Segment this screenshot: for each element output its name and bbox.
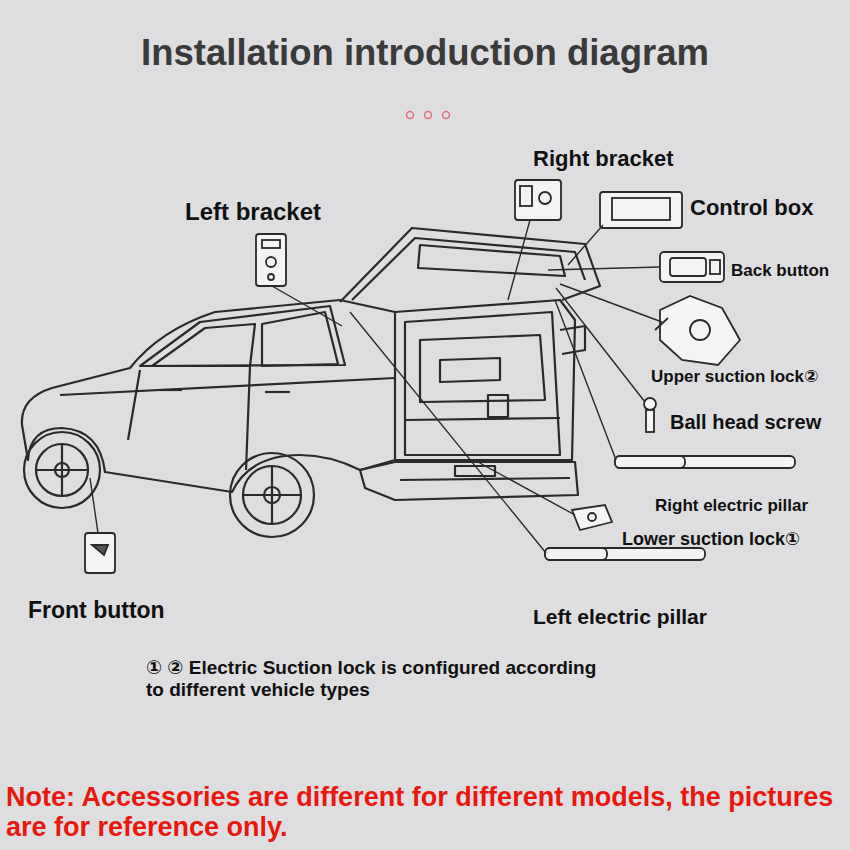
part-label: Right bracket [533,146,674,171]
title: Installation introduction diagram [0,32,850,74]
leader-lines [90,220,662,553]
decor-dots [407,112,450,119]
warning-note: Note: Accessories are different for diff… [6,782,844,842]
part-label: Lower suction lock① [622,529,800,550]
part-label: Control box [690,195,813,220]
car-body [22,228,600,537]
part-label: Left bracket [185,198,321,226]
part-label: Front button [28,597,165,623]
part-label: Ball head screw [670,411,821,434]
part-label: Upper suction lock② [651,367,818,387]
part-label: Back button [731,261,829,281]
part-label: Right electric pillar [655,496,808,516]
part-label: Left electric pillar [533,605,707,629]
note: ① ② Electric Suction lock is configured … [146,657,616,701]
